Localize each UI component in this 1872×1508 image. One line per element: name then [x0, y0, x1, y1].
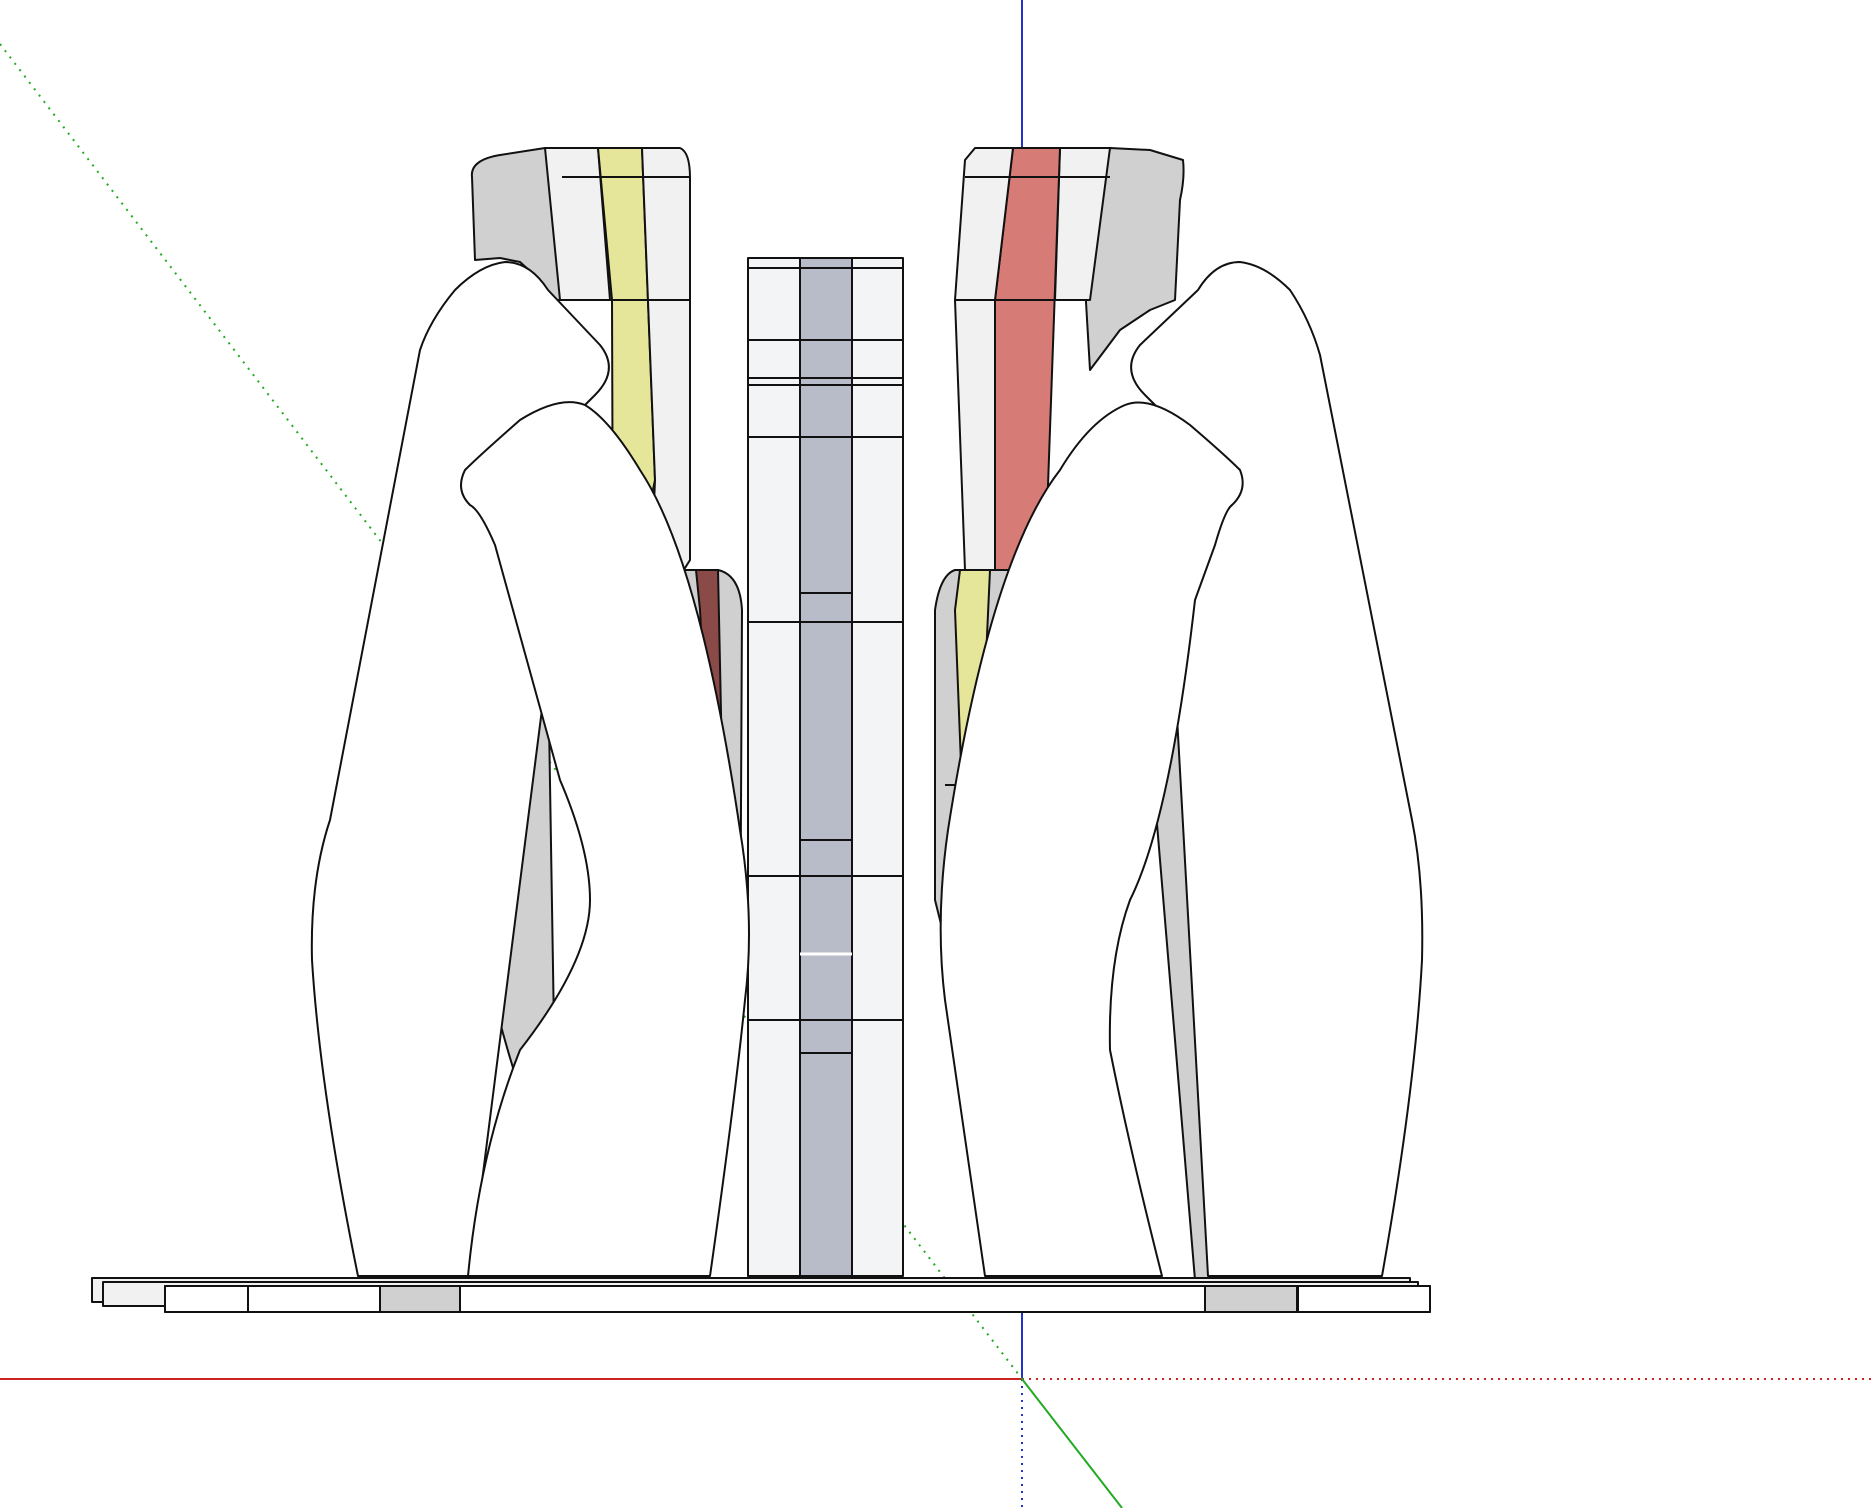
y-axis-solid — [1021, 1378, 1123, 1508]
back-left-upper-arm[interactable] — [470, 147, 691, 601]
back-right-upper-arm[interactable] — [954, 147, 1185, 571]
right-inner-claw[interactable] — [939, 401, 1244, 1277]
left-inner-claw[interactable] — [460, 401, 750, 1277]
base-plate[interactable] — [91, 1277, 1431, 1313]
3d-model[interactable] — [91, 147, 1431, 1313]
center-rod[interactable] — [747, 257, 904, 1277]
